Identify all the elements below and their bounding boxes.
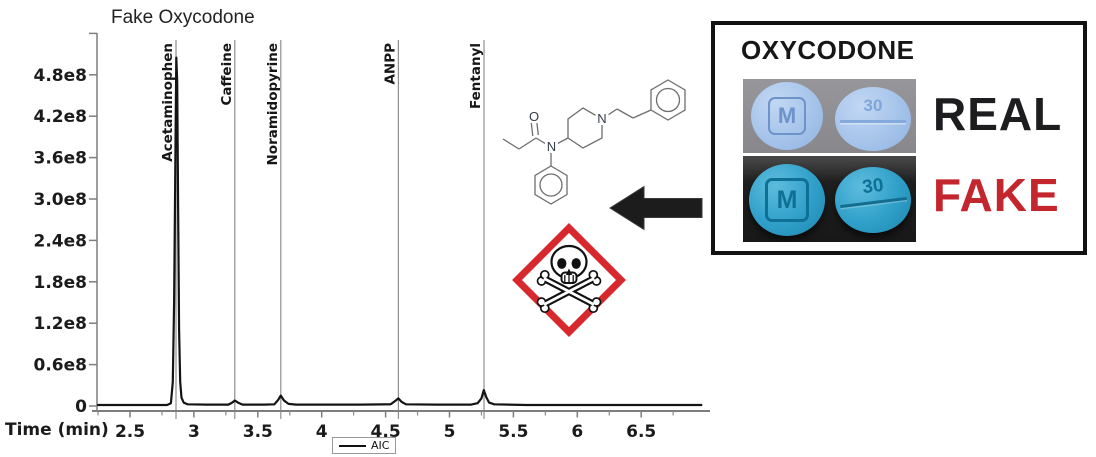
legend-line-swatch (339, 444, 366, 447)
pill-imprint-m: M (777, 103, 797, 128)
pill-score-line (839, 197, 907, 208)
skull (550, 244, 588, 284)
y-axis-tick-label: 0.6e8 (34, 356, 87, 376)
x-axis-tick-label: 4 (316, 422, 328, 442)
y-axis-tick-label: 1.2e8 (34, 314, 87, 334)
fentanyl-structure-diagram: O N N (502, 79, 686, 205)
pill-imprint-box: M (765, 178, 809, 222)
y-axis-tick-label: 2.4e8 (34, 231, 87, 251)
pill-imprint-30: 30 (861, 174, 885, 199)
skull-crossbones-icon (512, 223, 626, 337)
peak-compound-label: ANPP (382, 43, 398, 85)
y-axis-tick-label: 1.8e8 (34, 273, 87, 293)
x-axis-label: Time (min) (5, 420, 109, 440)
atom-label-masks (527, 110, 609, 153)
oxycodone-comparison-panel: OXYCODONE M 30 REAL M 30 (711, 21, 1087, 255)
fake-pills-photo: M 30 (743, 156, 916, 242)
x-axis-tick-label: 3.5 (243, 422, 273, 442)
peak-compound-label: Acetaminophen (160, 43, 176, 162)
y-axis-tick-label: 0 (75, 397, 87, 417)
pill-imprint-30: 30 (863, 96, 883, 115)
carbonyl-oxygen-label: O (529, 109, 539, 124)
peak-compound-label: Noramidopyrine (265, 43, 281, 166)
peak-compound-label: Fentanyl (468, 43, 484, 109)
piperidine-nitrogen-label: N (597, 111, 606, 126)
legend-box: AIC (332, 437, 397, 454)
pill-score-line (839, 120, 907, 123)
molecule-bonds (502, 79, 686, 205)
real-label: REAL (933, 88, 1063, 140)
pill-imprint-box: M (768, 97, 806, 135)
x-axis-tick-label: 3 (188, 422, 200, 442)
fake-pill-30: 30 (835, 167, 911, 233)
y-axis-tick-label: 4.8e8 (34, 66, 87, 86)
pill-imprint-m: M (776, 185, 798, 214)
x-axis-tick-label: 5.5 (498, 422, 528, 442)
amide-nitrogen-label: N (547, 139, 556, 154)
legend-label: AIC (371, 439, 390, 452)
peak-compound-label: Caffeine (219, 43, 235, 106)
fake-pill-m: M (749, 164, 825, 236)
x-axis-tick-label: 6.5 (626, 422, 656, 442)
real-pill-30: 30 (835, 87, 911, 151)
y-axis-tick-label: 4.2e8 (34, 107, 87, 127)
y-axis-tick-label: 3.6e8 (34, 149, 87, 169)
x-axis-tick-label: 2.5 (115, 422, 145, 442)
left-arrow-icon (609, 185, 703, 231)
chromatogram-plot: Acetaminophen Caffeine Noramidopyrine ANPP F… (34, 32, 710, 442)
crossbones (536, 269, 602, 314)
x-axis-tick-label: 5 (444, 422, 456, 442)
chromatogram-trace (96, 56, 703, 407)
real-pill-m: M (751, 82, 823, 150)
fake-label: FAKE (933, 169, 1060, 221)
y-axis-tick-label: 3.0e8 (34, 190, 87, 210)
x-axis-tick-label: 6 (571, 422, 583, 442)
chart-title: Fake Oxycodone (111, 7, 255, 28)
panel-title: OXYCODONE (741, 35, 915, 65)
real-pills-photo: M 30 (743, 79, 916, 153)
